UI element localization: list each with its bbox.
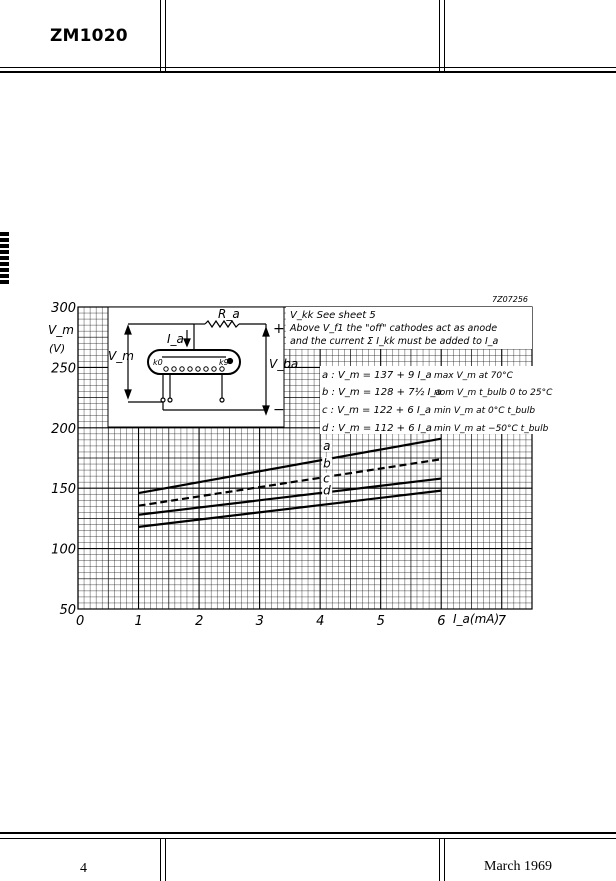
- legend-cond-b: nom V_m t_bulb 0 to 25°C: [434, 388, 553, 398]
- tube-envelope: [147, 349, 241, 375]
- inset-frame: [107, 306, 285, 428]
- header-divider-2b: [444, 0, 445, 71]
- figure-code: 7Z07256: [492, 295, 528, 304]
- header-divider-1b: [165, 0, 166, 71]
- y-tick-label: 50: [59, 603, 76, 618]
- note-line-1: Above V_f1 the "off" cathodes act as ano…: [289, 323, 497, 334]
- footer-rule-top-inner: [0, 838, 616, 839]
- legend-cond-d: min V_m at −50°C t_bulb: [434, 424, 549, 434]
- series-line-c: [138, 477, 442, 516]
- footer-divider-2b: [444, 838, 445, 881]
- y-tick-label: 200: [51, 422, 76, 437]
- side-index-mark: [0, 232, 9, 284]
- legend-eq-a: a : V_m = 137 + 9 I_a: [322, 370, 432, 381]
- footer-rule-top: [0, 832, 616, 834]
- inset-circuit: [107, 306, 285, 428]
- note-line-2: and the current Σ I_kk must be added to …: [290, 336, 499, 347]
- series-line-b: [138, 458, 442, 507]
- series-label-b: b: [323, 456, 331, 470]
- series-label-bg: [322, 457, 333, 470]
- series-label-bg: [322, 484, 333, 497]
- footer-divider-2: [439, 838, 440, 881]
- x-tick-label: 5: [377, 614, 385, 629]
- y-tick-label: 100: [51, 543, 76, 558]
- series-line-a: [138, 437, 442, 495]
- inset-mask: [108, 307, 284, 427]
- series-line-d: [138, 489, 442, 528]
- vm-arrow-up: [124, 324, 132, 335]
- ia-arrow-head: [183, 338, 191, 348]
- vba-arrow-up: [262, 326, 270, 337]
- x-tick-label: 6: [437, 614, 445, 629]
- inset-label-plus: +: [273, 321, 285, 337]
- header-rule-bottom: [0, 71, 616, 73]
- inset-label-vm: V_m: [108, 349, 134, 363]
- inset-label-ra: R_a: [218, 307, 240, 321]
- page-number: 4: [80, 861, 87, 876]
- legend-cond-c: min V_m at 0°C t_bulb: [434, 406, 535, 416]
- series-label-bg: [322, 472, 333, 485]
- legend-eq-d: d : V_m = 112 + 6 I_a: [322, 423, 432, 434]
- y-tick-label: 300: [51, 301, 76, 316]
- vm-arrow-down: [124, 389, 132, 400]
- inset-label-minus: −: [273, 402, 285, 418]
- y-axis-unit: (V): [49, 342, 65, 355]
- footer-divider-1: [160, 838, 161, 881]
- header-divider-1: [160, 0, 161, 71]
- cathode-dots: [163, 357, 234, 372]
- x-tick-label: 7: [498, 614, 507, 629]
- chart-axes: 0 1 2 3 4 5 6 7 50 100 150 200 250 300: [51, 301, 533, 629]
- inset-label-k0: k0: [153, 358, 163, 367]
- x-tick-label: 0: [76, 614, 84, 629]
- series-label-d: d: [323, 484, 331, 498]
- series-label-c: c: [323, 472, 330, 486]
- resistor-ra: [204, 319, 240, 329]
- y-axis-label: V_m: [48, 323, 74, 337]
- notes-mask: [286, 307, 532, 349]
- inset-label-k9: k9: [219, 358, 229, 367]
- footer-divider-1b: [165, 838, 166, 881]
- x-tick-label: 4: [316, 614, 324, 629]
- legend-mask: [320, 366, 552, 434]
- note-vkk: V_kk See sheet 5: [290, 310, 376, 321]
- issue-date: March 1969: [484, 859, 553, 874]
- inset-label-vba: V_ba: [269, 357, 298, 371]
- legend-cond-a: max V_m at 70°C: [434, 371, 514, 381]
- legend-eq-b: b : V_m = 128 + 7½ I_a: [322, 386, 442, 398]
- legend-eq-c: c : V_m = 122 + 6 I_a: [322, 405, 431, 416]
- header-divider-2: [439, 0, 440, 71]
- series-label-a: a: [323, 439, 330, 453]
- y-tick-label: 250: [51, 361, 76, 376]
- type-number: ZM1020: [50, 26, 128, 46]
- x-tick-label: 3: [256, 614, 264, 629]
- x-tick-label: 1: [135, 614, 143, 629]
- header-rule-bottom-inner: [0, 67, 616, 68]
- series-label-bg: [322, 439, 333, 452]
- y-tick-label: 150: [51, 482, 76, 497]
- x-tick-label: 2: [195, 614, 203, 629]
- inset-label-ia: I_a: [167, 332, 184, 346]
- x-axis-label: I_a(mA): [453, 612, 499, 626]
